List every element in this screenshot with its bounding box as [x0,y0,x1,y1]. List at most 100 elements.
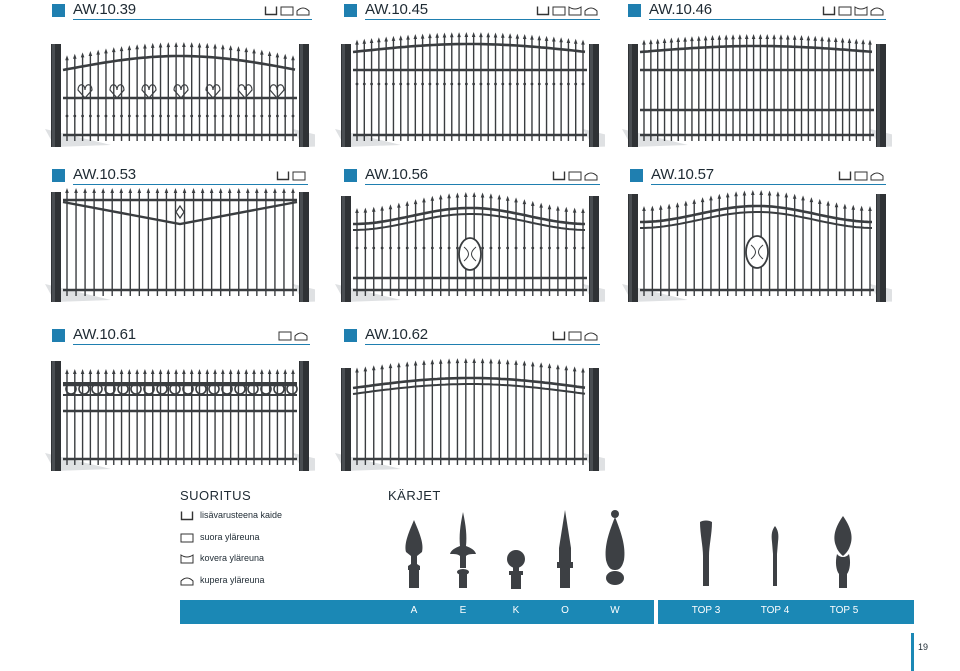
product-header-aw1039: AW.10.39 [52,1,312,21]
product-code: AW.10.57 [651,166,714,183]
fence-image-aw1057 [622,190,892,302]
product-code: AW.10.53 [73,166,136,183]
page-number: 19 [918,642,929,652]
legend-label: kupera yläreuna [200,575,265,585]
underline [365,19,600,20]
convex-variant-icon [870,172,884,181]
page-number-accent [911,633,914,671]
fence-image-aw1053 [45,188,315,302]
u-variant-icon [536,6,550,16]
tip-label-top4: TOP 4 [760,605,790,616]
blue-square-bullet [52,329,65,342]
flame-tip-w-icon [605,510,625,585]
product-code: AW.10.46 [649,1,712,18]
flat-variant-icon [568,331,582,341]
u-variant-icon [552,171,566,181]
convex-variant-icon [584,332,598,341]
underline [651,184,886,185]
variant-icons [550,168,598,186]
legend-label: suora yläreuna [200,532,260,542]
spear-tip-o-icon [557,510,573,588]
blue-square-bullet [344,169,357,182]
flat-variant-icon [278,331,292,341]
tip-label-a: A [410,605,418,616]
product-code: AW.10.62 [365,326,428,343]
convex-variant-icon [584,7,598,16]
product-code: AW.10.56 [365,166,428,183]
blue-square-bullet [52,169,65,182]
tips-label-bar-left [180,600,654,624]
convex-variant-icon [870,7,884,16]
blue-square-bullet [628,4,641,17]
convex-variant-icon [584,172,598,181]
blue-square-bullet [344,4,357,17]
flat-variant-icon [292,171,306,181]
blue-square-bullet [630,169,643,182]
underline [365,184,600,185]
u-variant-icon [822,6,836,16]
tip-top4-icon [771,526,779,586]
spear-tip-e-icon [450,512,476,588]
flat-variant-icon [552,6,566,16]
concave-variant-icon [854,6,868,16]
u-railing-icon [180,511,194,521]
tip-top5-icon [834,516,852,588]
variant-icons [820,3,884,21]
blue-square-bullet [344,329,357,342]
product-code: AW.10.45 [365,1,428,18]
u-variant-icon [552,331,566,341]
product-header-aw1057: AW.10.57 [630,166,886,186]
underline [73,184,308,185]
ball-tip-k-icon [507,550,525,589]
flat-variant-icon [854,171,868,181]
u-variant-icon [838,171,852,181]
convex-variant-icon [296,7,310,16]
product-header-aw1061: AW.10.61 [52,326,310,346]
tips-label-bar-right [658,600,914,624]
product-header-aw1046: AW.10.46 [628,1,886,21]
fence-image-aw1061 [45,361,315,471]
fence-image-aw1046 [622,34,892,147]
fence-image-aw1056 [335,192,605,302]
blue-square-bullet [52,4,65,17]
fence-image-aw1045 [335,32,605,147]
tip-label-top3: TOP 3 [691,605,721,616]
variant-icons [550,328,598,346]
variant-icons [274,168,306,186]
u-variant-icon [264,6,278,16]
spear-tip-a-icon [405,520,423,588]
underline [73,344,310,345]
tip-label-e: E [459,605,467,616]
suoritus-title: SUORITUS [180,488,252,503]
product-header-aw1056: AW.10.56 [344,166,600,186]
u-variant-icon [276,171,290,181]
product-header-aw1062: AW.10.62 [344,326,600,346]
concave-top-icon [180,554,194,564]
convex-variant-icon [294,332,308,341]
variant-icons [836,168,884,186]
tip-label-top5: TOP 5 [829,605,859,616]
product-code: AW.10.39 [73,1,136,18]
flat-variant-icon [838,6,852,16]
convex-top-icon [180,577,194,586]
variant-icons [276,328,308,346]
flat-top-icon [180,533,194,543]
tip-label-w: W [610,605,620,616]
tip-top3-icon [700,520,712,586]
concave-variant-icon [568,6,582,16]
fence-image-aw1062 [335,358,605,471]
underline [649,19,886,20]
product-header-aw1045: AW.10.45 [344,1,600,21]
legend-label: kovera yläreuna [200,553,265,563]
product-header-aw1053: AW.10.53 [52,166,308,186]
tip-label-o: O [561,605,569,616]
fence-image-aw1039 [45,42,315,147]
product-code: AW.10.61 [73,326,136,343]
legend-label: lisävarusteena kaide [200,510,283,520]
underline [73,19,312,20]
variant-icons [262,3,310,21]
karjet-title: KÄRJET [388,488,441,503]
flat-variant-icon [280,6,294,16]
tip-label-k: K [512,605,520,616]
variant-icons [534,3,598,21]
